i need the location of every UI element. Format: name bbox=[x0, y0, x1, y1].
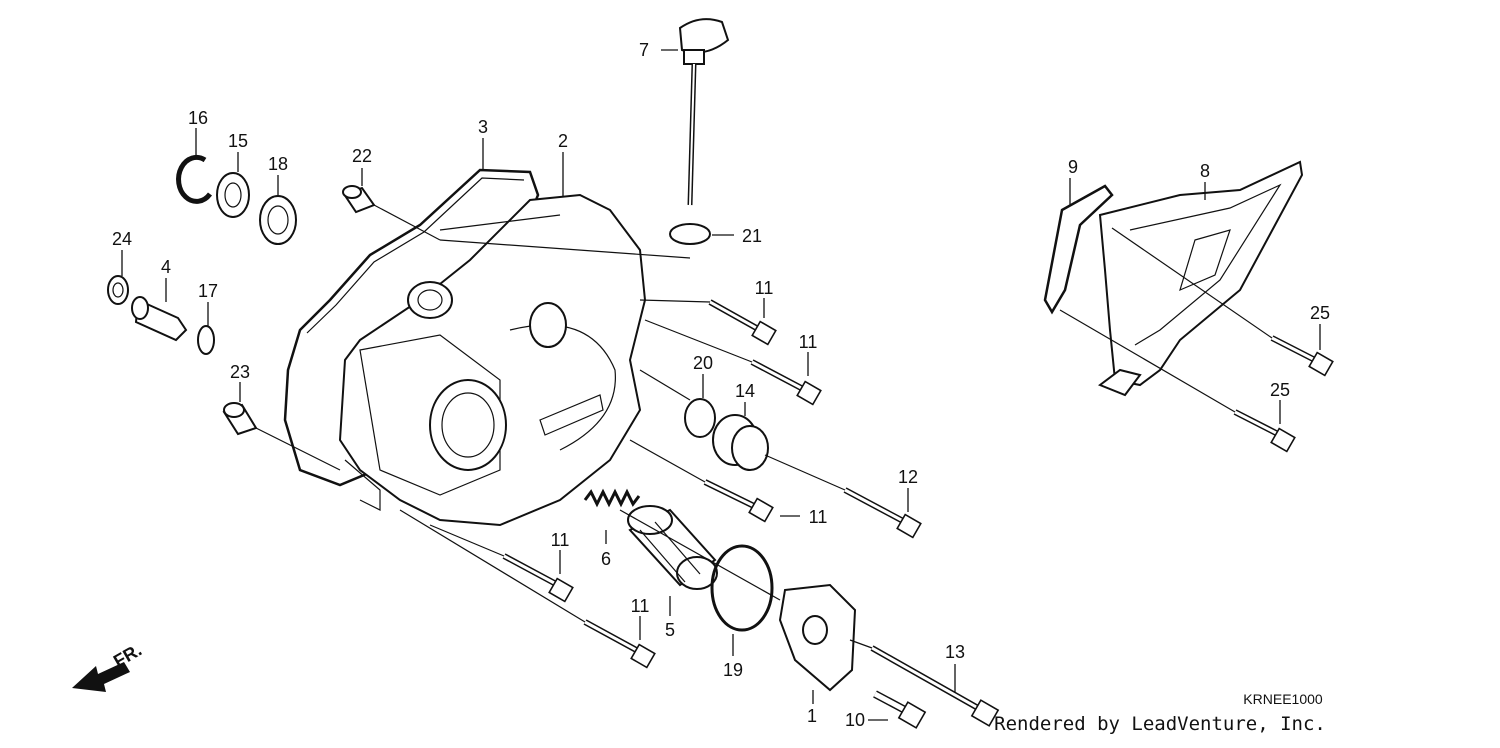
front-direction-arrow: FR. bbox=[72, 640, 145, 692]
spring-6-part bbox=[583, 488, 641, 508]
oil-seal-24-part bbox=[107, 275, 129, 305]
callout-label: 15 bbox=[228, 131, 248, 151]
callout-label: 6 bbox=[601, 549, 611, 569]
bolt-11-d-part bbox=[502, 553, 574, 603]
callout-label: 12 bbox=[898, 467, 918, 487]
bolt-13-part bbox=[870, 645, 1000, 727]
filter-cover-1-part bbox=[778, 583, 857, 692]
washer-15-part bbox=[216, 172, 250, 218]
callout-label: 22 bbox=[352, 146, 372, 166]
callout-label: 11 bbox=[631, 596, 650, 616]
bearing-18-part bbox=[259, 195, 297, 245]
callout-label: 16 bbox=[188, 108, 208, 128]
oil-filler-cap-part bbox=[678, 18, 730, 206]
bolt-11-b-part bbox=[750, 359, 822, 406]
callout-label: 25 bbox=[1310, 303, 1330, 323]
callout-label: 21 bbox=[742, 226, 762, 246]
callout-label: 9 bbox=[1068, 157, 1078, 177]
oil-filter-5-part bbox=[627, 505, 718, 590]
bolt-11-e-part bbox=[583, 619, 656, 669]
callout-labels: 1 2 3 4 5 6 7 8 9 10 11 12 13 14 15 16 1… bbox=[112, 40, 1330, 730]
bolt-12-part bbox=[843, 487, 922, 539]
bolt-25-a-part bbox=[1270, 335, 1334, 377]
callout-label: 25 bbox=[1270, 380, 1290, 400]
callout-label: 5 bbox=[665, 620, 675, 640]
callout-label: 24 bbox=[112, 229, 132, 249]
callout-label: 8 bbox=[1200, 161, 1210, 181]
callout-label: 17 bbox=[198, 281, 218, 301]
callout-label: 23 bbox=[230, 362, 250, 382]
callout-label: 14 bbox=[735, 381, 755, 401]
leader-lines bbox=[121, 49, 1321, 721]
crankcase-cover-part bbox=[338, 193, 647, 527]
sprocket-cover-8-part bbox=[1097, 160, 1304, 397]
bolt-25-b-part bbox=[1233, 409, 1296, 453]
callout-label: 11 bbox=[799, 332, 818, 352]
callout-label: 3 bbox=[478, 117, 488, 137]
gasket-9-part bbox=[1043, 184, 1114, 315]
drain-plug-14-part bbox=[712, 414, 769, 471]
o-ring-21-part bbox=[669, 223, 711, 245]
dowel-pin-22-part bbox=[342, 185, 376, 214]
callout-label: 1 bbox=[807, 706, 817, 726]
callout-label: 7 bbox=[639, 40, 649, 60]
o-ring-20-part bbox=[684, 398, 716, 438]
shaft-collar-4-part bbox=[131, 296, 188, 342]
o-ring-17-part bbox=[197, 325, 215, 355]
callout-label: 11 bbox=[809, 507, 828, 527]
callout-label: 10 bbox=[845, 710, 865, 730]
o-ring-19-part bbox=[710, 544, 774, 632]
diagram-code: KRNEE1000 bbox=[1243, 691, 1323, 707]
callout-label: 11 bbox=[551, 530, 570, 550]
snap-ring-16-part bbox=[176, 154, 213, 204]
callout-label: 13 bbox=[945, 642, 965, 662]
callout-label: 2 bbox=[558, 131, 568, 151]
callout-label: 4 bbox=[161, 257, 171, 277]
bolt-11-c-part bbox=[703, 479, 774, 523]
callout-label: 18 bbox=[268, 154, 288, 174]
callout-label: 20 bbox=[693, 353, 713, 373]
bolt-10-part bbox=[873, 690, 927, 729]
dowel-pin-23-part bbox=[222, 402, 258, 436]
credit-text: Rendered by LeadVenture, Inc. bbox=[994, 713, 1326, 735]
callout-label: 11 bbox=[755, 278, 774, 298]
callout-label: 19 bbox=[723, 660, 743, 680]
bolt-11-a-part bbox=[708, 299, 777, 346]
